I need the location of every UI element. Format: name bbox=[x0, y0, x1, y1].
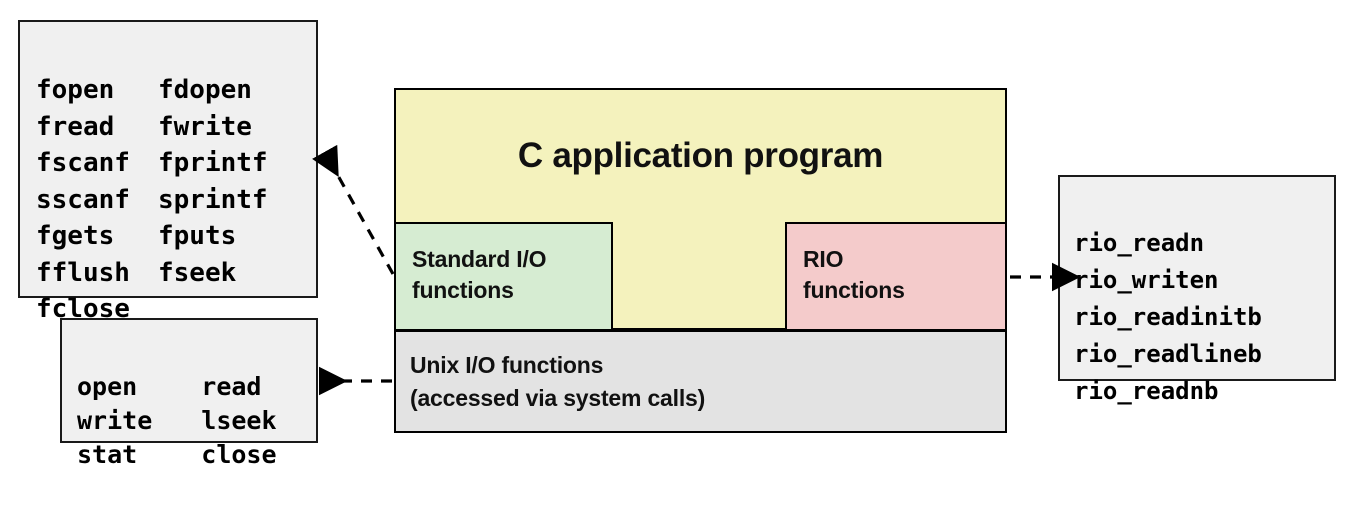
list-item: fscanf fprintf bbox=[36, 145, 316, 182]
list-item: write lseek bbox=[77, 404, 316, 438]
rio-functions-label: RIO functions bbox=[803, 244, 997, 306]
function-name: rio_readnb bbox=[1074, 377, 1219, 405]
function-name: fdopen bbox=[158, 75, 252, 105]
list-item: fopen fdopen bbox=[36, 72, 316, 109]
function-name: rio_readinitb bbox=[1074, 303, 1262, 331]
unix-functions-list: open read write lseek stat close bbox=[60, 318, 318, 469]
stdio-functions-rows: fopen fdopen fread fwrite fscanf fprintf… bbox=[20, 60, 316, 334]
standard-io-functions-label-line1: Standard I/O bbox=[412, 246, 547, 272]
rio-functions-label-line2: functions bbox=[803, 277, 905, 303]
standard-io-functions-label-line2: functions bbox=[412, 277, 514, 303]
function-name: close bbox=[201, 440, 277, 469]
c-application-program-label: C application program bbox=[517, 136, 884, 175]
function-name: fgets bbox=[36, 221, 115, 251]
list-item: rio_readlineb bbox=[1074, 336, 1334, 373]
list-item: rio_writen bbox=[1074, 262, 1334, 299]
function-name: fopen bbox=[36, 75, 115, 105]
stdio-arrow bbox=[312, 144, 395, 275]
function-name: fread bbox=[36, 111, 115, 142]
list-item: fgets fputs bbox=[36, 218, 316, 255]
unix-io-functions-label-line1: Unix I/O functions bbox=[410, 352, 604, 378]
stdio-functions-list: fopen fdopen fread fwrite fscanf fprintf… bbox=[18, 20, 318, 324]
function-name: read bbox=[201, 372, 262, 401]
list-item: fread fwrite bbox=[36, 109, 316, 146]
unix-io-functions-box: Unix I/O functions (accessed via system … bbox=[394, 330, 1007, 433]
rio-functions-label-line1: RIO bbox=[803, 246, 844, 272]
function-name: rio_writen bbox=[1074, 266, 1219, 294]
function-name: fseek bbox=[158, 257, 237, 288]
function-name: open bbox=[77, 372, 138, 401]
standard-io-functions-label: Standard I/O functions bbox=[412, 244, 603, 306]
list-item: open read bbox=[77, 370, 316, 404]
unix-io-functions-label: Unix I/O functions (accessed via system … bbox=[410, 349, 997, 415]
list-item: rio_readinitb bbox=[1074, 299, 1334, 336]
list-item: rio_readn bbox=[1074, 225, 1334, 262]
function-name: lseek bbox=[201, 406, 277, 435]
function-name: fprintf bbox=[158, 148, 268, 178]
list-item: stat close bbox=[77, 438, 316, 472]
diagram-canvas: fopen fdopen fread fwrite fscanf fprintf… bbox=[18, 20, 1336, 469]
unix-io-functions-label-line2: (accessed via system calls) bbox=[410, 385, 706, 411]
function-name: rio_readn bbox=[1074, 229, 1205, 257]
list-item: rio_readnb bbox=[1074, 373, 1334, 410]
function-name: fflush bbox=[36, 257, 130, 288]
rio-functions-box: RIO functions bbox=[785, 222, 1007, 331]
rio-functions-rows: rio_readn rio_writen rio_readinitb rio_r… bbox=[1060, 215, 1334, 417]
function-name: stat bbox=[77, 440, 138, 469]
list-item: fflush fseek bbox=[36, 255, 316, 292]
standard-io-functions-box: Standard I/O functions bbox=[394, 222, 613, 331]
function-name: fscanf bbox=[36, 148, 130, 178]
list-item: sscanf sprintf bbox=[36, 182, 316, 219]
function-name: write bbox=[77, 406, 153, 435]
function-name: sprintf bbox=[158, 184, 268, 215]
function-name: fputs bbox=[158, 221, 237, 251]
function-name: fwrite bbox=[158, 111, 252, 142]
unix-functions-rows: open read write lseek stat close bbox=[62, 358, 316, 479]
rio-functions-list: rio_readn rio_writen rio_readinitb rio_r… bbox=[1058, 175, 1336, 405]
function-name: rio_readlineb bbox=[1074, 340, 1262, 368]
function-name: sscanf bbox=[36, 184, 130, 215]
